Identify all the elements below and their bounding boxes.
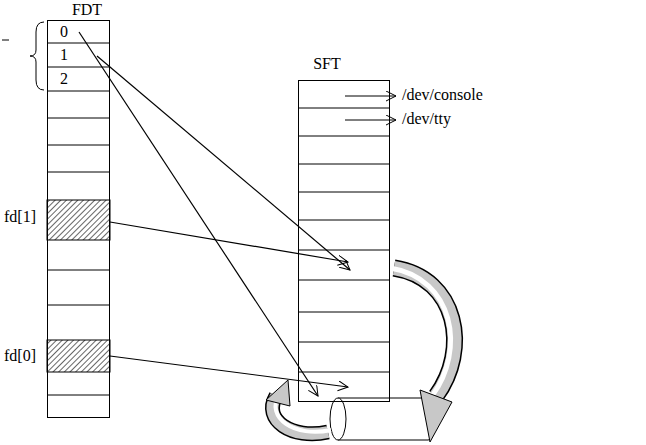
fd-name: fd[1] [4,208,36,226]
bracket [30,22,44,90]
pointer-arrow [110,356,348,387]
device-arrow [345,120,396,121]
pointer-arrow [79,32,318,396]
fd-index: 2 [60,70,68,88]
pointer-arrow [110,222,348,262]
device-arrow [345,96,396,97]
sft-table: SFT [298,80,390,402]
fdt-cells [47,43,110,395]
tick [2,40,9,41]
pipe-cylinder [330,398,436,440]
fdt-table: FDT [47,20,110,418]
device-name: /dev/console [402,86,483,104]
table-heading: SFT [313,55,341,73]
write-arrow [390,268,455,442]
table-heading: FDT [72,1,102,19]
sft-cells [298,108,390,372]
fd-name: fd[0] [4,347,36,365]
device-name: /dev/tty [402,110,451,128]
pointer-arrow [97,56,350,270]
fd-index: 1 [60,46,68,64]
fd-index: 0 [60,23,68,41]
